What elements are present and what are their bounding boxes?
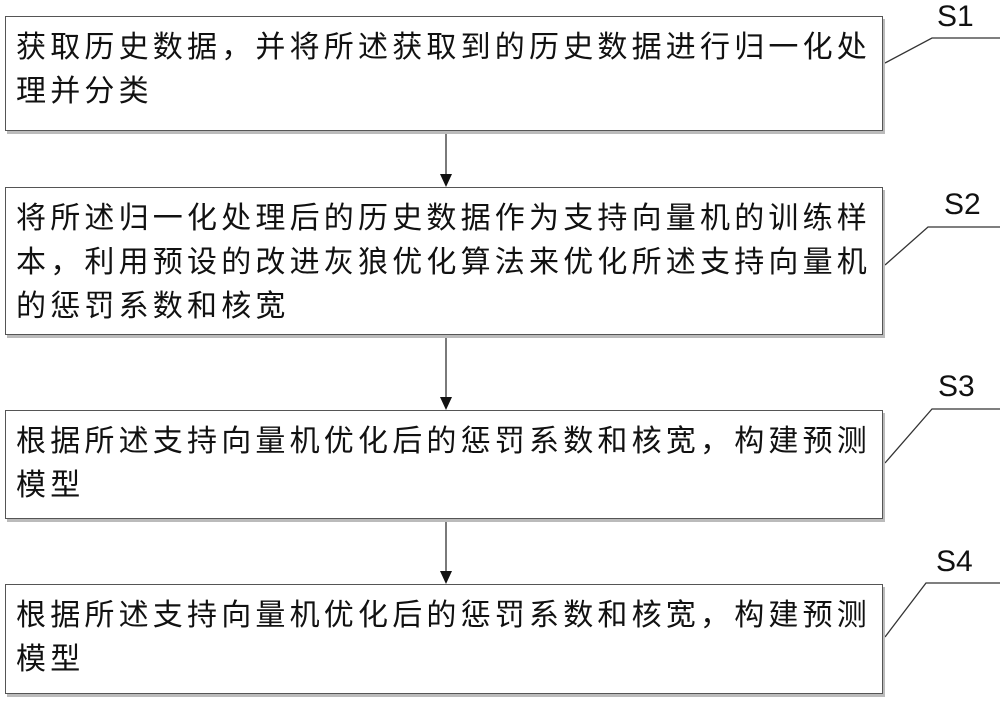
arrowhead-icon (440, 397, 452, 410)
step-box-s1: 获取历史数据，并将所述获取到的历史数据进行归一化处 理并分类 (5, 16, 883, 131)
step-text: 将所述归一化处理后的历史数据作为支持向量机的训练样 (16, 201, 871, 236)
step-box-s4: 根据所述支持向量机优化后的惩罚系数和核宽，构建预测 模型 (5, 584, 883, 694)
leader-s1 (884, 37, 1000, 64)
step-box-s3: 根据所述支持向量机优化后的惩罚系数和核宽，构建预测 模型 (5, 410, 883, 519)
step-label-s2: S2 (944, 188, 981, 221)
step-text: 根据所述支持向量机优化后的惩罚系数和核宽，构建预测 (16, 424, 871, 459)
leader-s4 (884, 582, 1000, 638)
arrowhead-icon (440, 571, 452, 584)
step-text: 获取历史数据，并将所述获取到的历史数据进行归一化处 (16, 30, 871, 65)
step-text: 理并分类 (16, 74, 153, 109)
step-text: 模型 (16, 642, 85, 677)
step-box-s2: 将所述归一化处理后的历史数据作为支持向量机的训练样 本，利用预设的改进灰狼优化算… (5, 187, 883, 335)
leader-s2 (884, 226, 1000, 266)
step-text: 的惩罚系数和核宽 (16, 289, 290, 324)
leader-s3 (884, 408, 1000, 464)
step-label-s1: S1 (937, 0, 974, 33)
step-text: 根据所述支持向量机优化后的惩罚系数和核宽，构建预测 (16, 598, 871, 633)
step-text: 本，利用预设的改进灰狼优化算法来优化所述支持向量机 (16, 245, 871, 280)
arrowhead-icon (440, 174, 452, 187)
step-label-s3: S3 (938, 370, 975, 403)
step-label-s4: S4 (936, 545, 973, 578)
step-text: 模型 (16, 468, 85, 503)
